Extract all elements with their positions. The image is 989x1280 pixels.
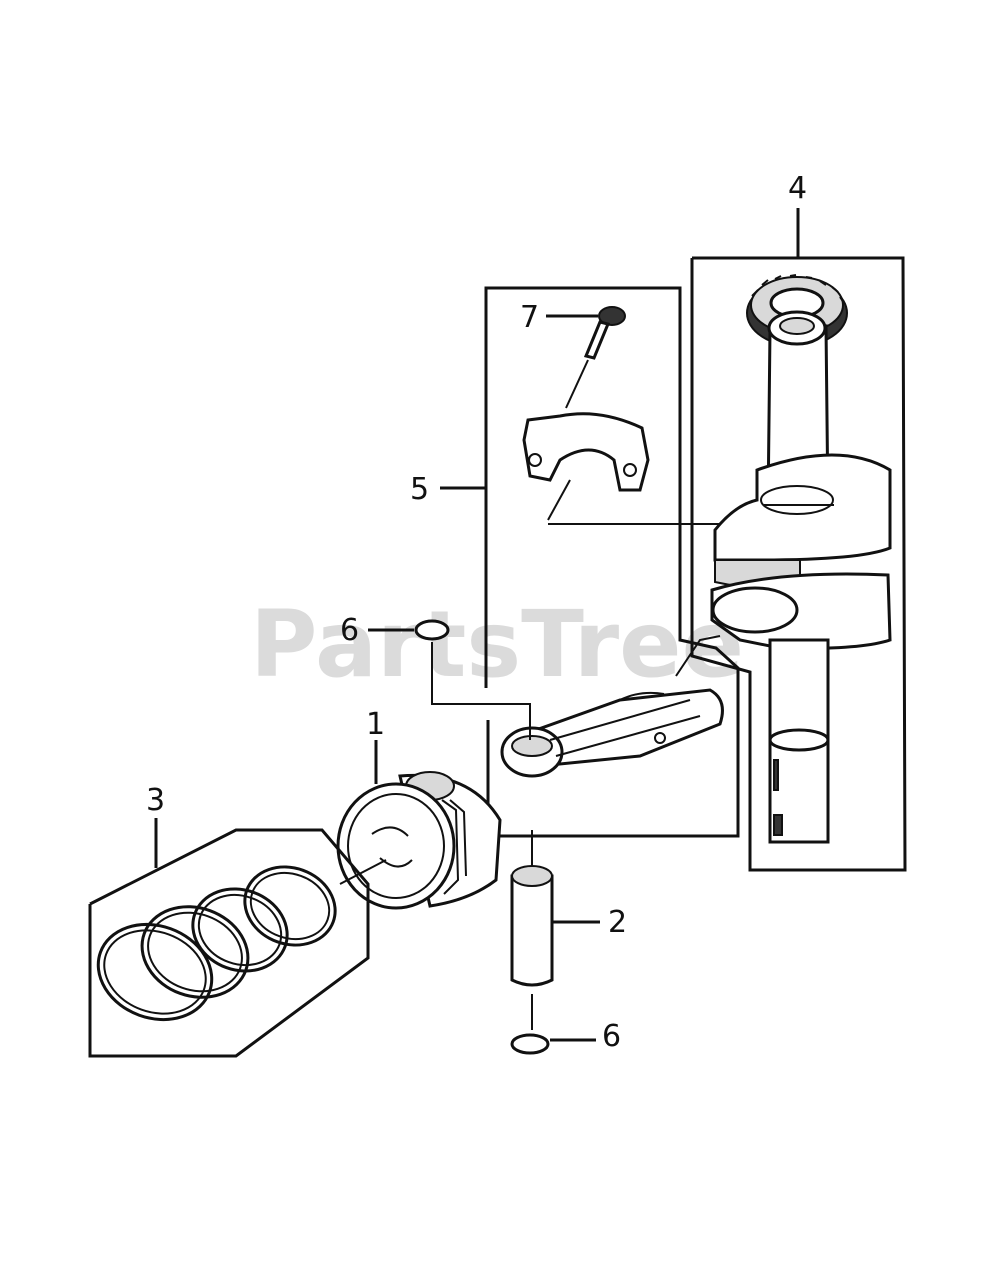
callout-5-label: 5 — [410, 472, 429, 507]
clip-upper[interactable]: 6 — [340, 613, 531, 740]
callout-6-lower-label: 6 — [602, 1019, 621, 1054]
connecting-rod-group[interactable]: 5 7 — [410, 286, 740, 838]
callout-7-label: 7 — [520, 300, 539, 335]
rod-cap — [522, 412, 650, 521]
clip-lower[interactable]: 6 — [510, 1019, 621, 1055]
piston-pin[interactable]: 2 — [510, 830, 627, 1030]
piston-rings — [96, 865, 337, 1022]
piston[interactable]: 1 — [336, 707, 502, 910]
callout-1-label: 1 — [366, 707, 385, 742]
rod-bolt — [565, 306, 626, 409]
clip-upper-guide — [431, 642, 531, 740]
crankshaft-group-bracket — [690, 256, 907, 872]
piston-rings-group[interactable]: 3 — [85, 783, 370, 1058]
callout-6-upper-label: 6 — [340, 613, 359, 648]
callout-4-label: 4 — [788, 171, 807, 206]
connecting-rod-group-bracket — [484, 286, 740, 838]
connecting-rod — [500, 688, 724, 778]
watermark-text: PartsTree — [250, 591, 744, 698]
callout-2-label: 2 — [608, 905, 627, 940]
piston-rings-bracket — [88, 828, 370, 1058]
rod-journal-guide — [675, 635, 721, 677]
callout-3-label: 3 — [146, 783, 165, 818]
crankshaft-group[interactable]: 4 — [690, 171, 907, 872]
crankshaft — [710, 310, 892, 844]
